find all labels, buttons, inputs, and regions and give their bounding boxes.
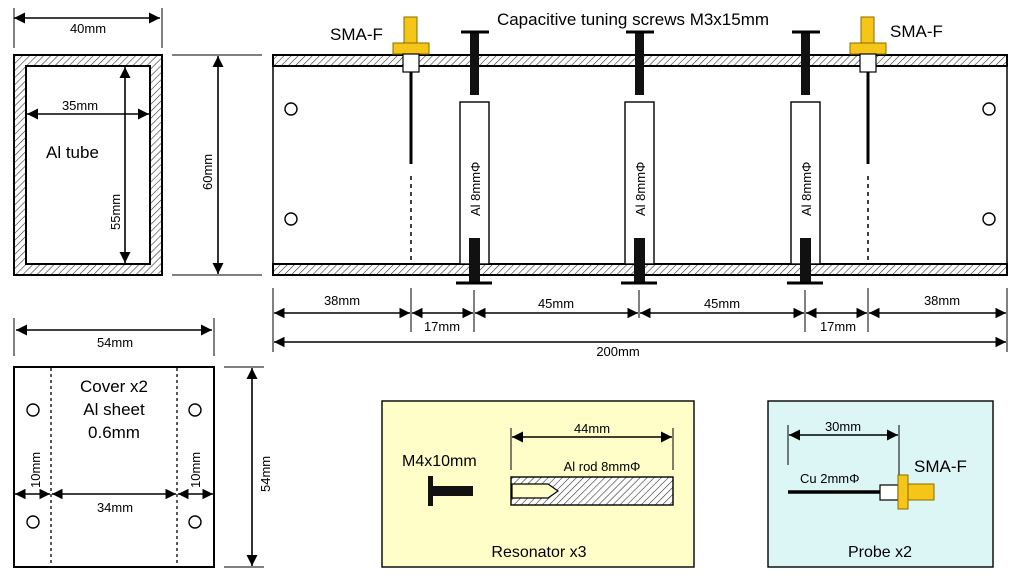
resonator-length-label: 44mm <box>574 421 610 436</box>
main-view: Capacitive tuning screws M3x15mm SMA-F <box>272 10 1008 359</box>
mount-hole <box>982 102 996 116</box>
cover-width-label: 54mm <box>97 335 133 350</box>
wire-label: Cu 2mmΦ <box>800 471 860 486</box>
cover-title-2: Al sheet <box>83 400 145 419</box>
dim-38-right: 38mm <box>924 293 960 308</box>
probe-panel <box>767 400 994 568</box>
resonator-detail: M4x10mm 44mm Al rod 8mmΦ Resonator x3 <box>381 400 695 568</box>
tube-title: Al tube <box>46 143 99 162</box>
tube-inner-width-label: 35mm <box>62 98 98 113</box>
sma-label-right: SMA-F <box>890 22 943 41</box>
dim-total: 200mm <box>596 344 639 359</box>
rod-label-1: Al 8mmΦ <box>468 162 483 216</box>
cover-title-3: 0.6mm <box>88 423 140 442</box>
dim-45-right: 45mm <box>704 296 740 311</box>
tube-inner-height-label: 55mm <box>108 194 123 230</box>
dim-38-left: 38mm <box>324 293 360 308</box>
tube-outer-height-label: 60mm <box>200 154 215 190</box>
probe-flange <box>897 474 909 510</box>
cover-height-label: 54mm <box>258 456 273 492</box>
probe-connector-label: SMA-F <box>914 457 967 476</box>
tuning-screws-title: Capacitive tuning screws M3x15mm <box>497 10 769 29</box>
resonator-caption: Resonator x3 <box>491 544 586 561</box>
cover-title-1: Cover x2 <box>80 377 148 396</box>
rod-label-3: Al 8mmΦ <box>799 162 814 216</box>
sma-connector-left <box>392 16 430 262</box>
tube-section: 40mm 35mm 55mm Al tube 60mm <box>13 8 262 276</box>
screw-head <box>428 476 433 506</box>
resonator-rod-2 <box>621 30 657 285</box>
tube-bore <box>25 65 151 265</box>
mount-hole <box>982 212 996 226</box>
mount-hole <box>284 212 298 226</box>
rod-label-2: Al 8mmΦ <box>633 162 648 216</box>
tube-width-label: 40mm <box>70 21 106 36</box>
cover-inner-width: 34mm <box>97 500 133 515</box>
cover-margin-right: 10mm <box>188 452 203 488</box>
rod-tapped-hole <box>511 483 560 499</box>
probe-caption: Probe x2 <box>848 544 912 561</box>
cover-margin-left: 10mm <box>28 452 43 488</box>
screw-shank <box>433 486 473 496</box>
cover-sheet <box>13 366 215 568</box>
dim-17-left: 17mm <box>424 319 460 334</box>
dim-17-right: 17mm <box>820 319 856 334</box>
screw-label: M4x10mm <box>402 453 477 470</box>
probe-body <box>907 483 935 501</box>
probe-length-label: 30mm <box>825 419 861 434</box>
cover-view: 54mm Cover x2 Al sheet 0.6mm 10mm 10mm 3… <box>13 318 273 568</box>
resonator-rod-1 <box>456 30 492 285</box>
resonator-rod-3 <box>787 30 823 285</box>
rod-label: Al rod 8mmΦ <box>564 459 641 474</box>
mount-hole <box>284 102 298 116</box>
sma-connector-right <box>849 16 887 262</box>
dim-45-left: 45mm <box>538 296 574 311</box>
probe-detail: 30mm Cu 2mmΦ SMA-F Probe x2 <box>767 400 994 568</box>
sma-label-left: SMA-F <box>330 25 383 44</box>
probe-insulator <box>879 484 899 501</box>
